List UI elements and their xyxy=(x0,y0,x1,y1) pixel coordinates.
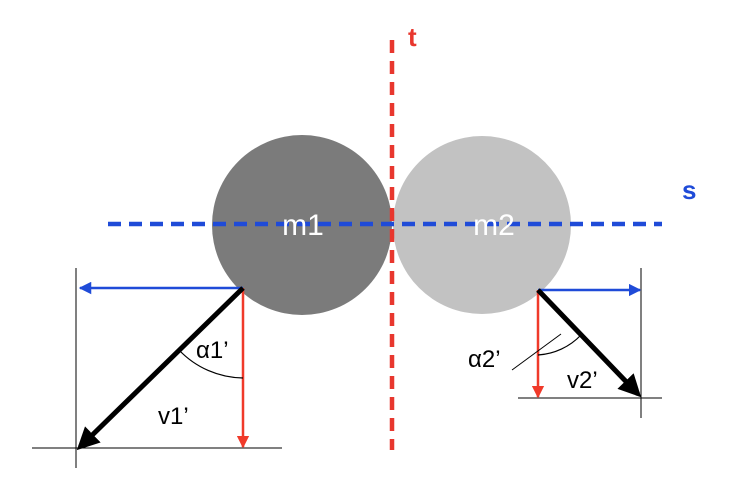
velocity-arrow-v2 xyxy=(536,288,642,398)
angle2-label: α2’ xyxy=(468,346,501,373)
velocity-arrow-v1 xyxy=(76,286,245,451)
angle-arc-1 xyxy=(178,349,244,379)
angle-arc-2 xyxy=(537,334,582,356)
axis-s-label: s xyxy=(682,175,696,205)
angle1-label: α1’ xyxy=(196,337,229,364)
mass1-label: m1 xyxy=(282,209,324,242)
velocity2-label: v2’ xyxy=(567,367,598,394)
ball-m2 xyxy=(393,136,571,314)
axis-t-label: t xyxy=(408,22,417,52)
mass2-label: m2 xyxy=(473,209,515,242)
velocity1-label: v1’ xyxy=(158,403,189,430)
angle2-pointer-line xyxy=(511,333,562,371)
